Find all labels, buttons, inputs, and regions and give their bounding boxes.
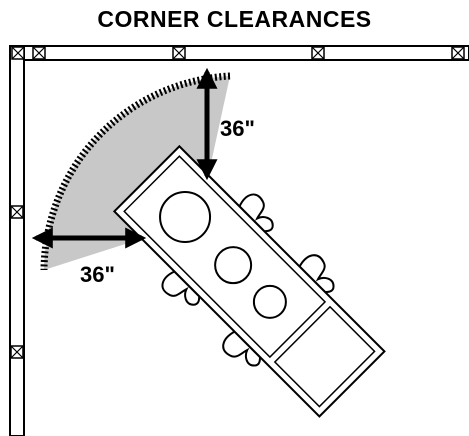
top-clearance-label: 36" (220, 116, 255, 141)
stud-marker (33, 47, 45, 59)
stud-marker (452, 47, 464, 59)
top-wall (10, 46, 469, 60)
left-clearance-label: 36" (80, 262, 115, 287)
stud-marker (11, 346, 23, 358)
stud-marker (312, 47, 324, 59)
stud-marker (173, 47, 185, 59)
left-wall (10, 46, 24, 436)
stud-marker (12, 47, 24, 59)
stud-marker (11, 206, 23, 218)
